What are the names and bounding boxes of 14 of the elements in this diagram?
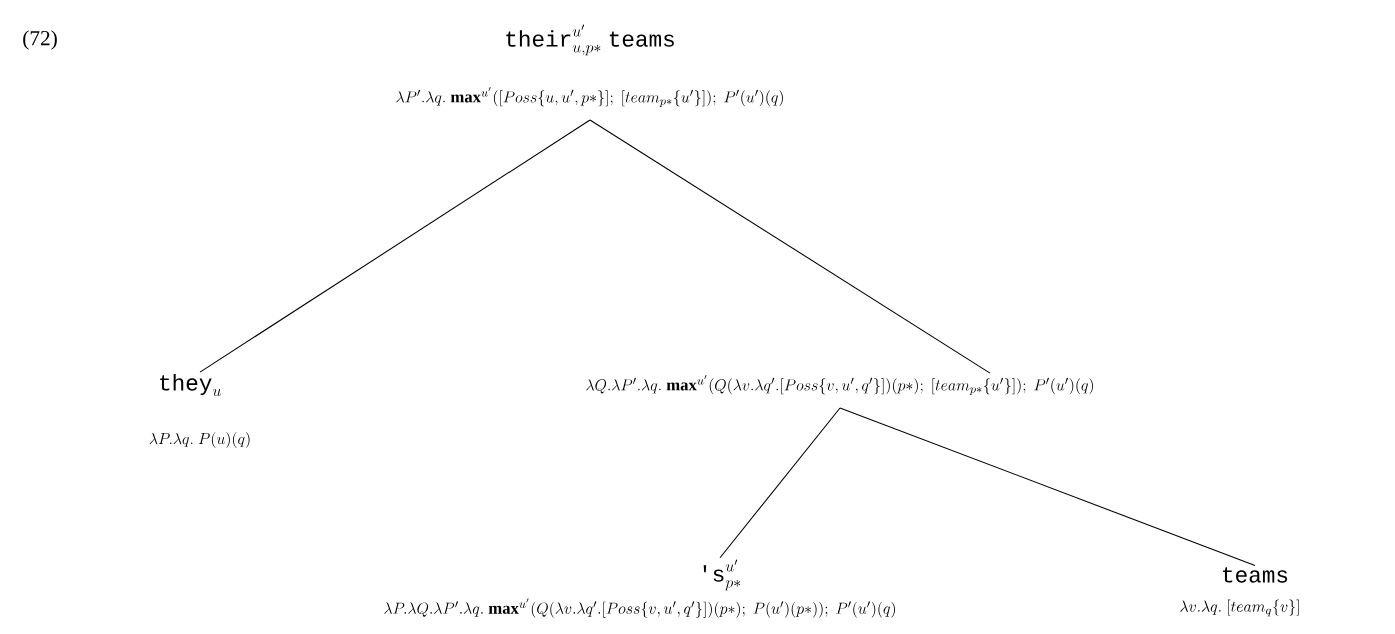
semantic-formula: $\lambda P.\lambda Q.\lambda P'.\lambda q.\ \mathbf{max}^{u'}(Q(\lambda v.\lambda q'.[Poss\{v,u',q'\}])(p*);\ P(u')(p*));\ P'(u')(q)$ (384, 598, 895, 618)
word-label: $\texttt{teams}$ (1223, 567, 1288, 583)
tree-branch (589, 119, 991, 374)
semantic-formula: $\lambda v.\lambda q.\ [team_q\{v\}]$ (1180, 599, 1299, 617)
word-label: $\texttt{'s}^{u'}_{p*}$ (703, 559, 741, 591)
word-label: $\texttt{their}^{u'}_{u,p*}\ \texttt{teams}$ (506, 24, 674, 56)
semantic-formula: $\lambda P'.\lambda q.\ \mathbf{max}^{u'}([Poss\{u,u',p*\}];\ [team_{p*}\{u'\}]);\ P'(u')(q)$ (396, 86, 783, 107)
example-number: (72) (23, 30, 57, 50)
tree-branch (199, 119, 591, 373)
word-label: $\texttt{they}_u$ (160, 374, 221, 397)
tree-branch (719, 407, 841, 559)
tree-branch (839, 407, 1256, 566)
semantic-formula: $\lambda P.\lambda q.\ P(u)(q)$ (149, 432, 250, 448)
semantic-formula: $\lambda Q.\lambda P'.\lambda q.\ \mathbf{max}^{u'}(Q(\lambda v.\lambda q'.[Poss\{v,u',q'\}])(p*);\ [team_{p*}\{u'\}]);\ P'(u')(q)$ (586, 374, 1093, 395)
